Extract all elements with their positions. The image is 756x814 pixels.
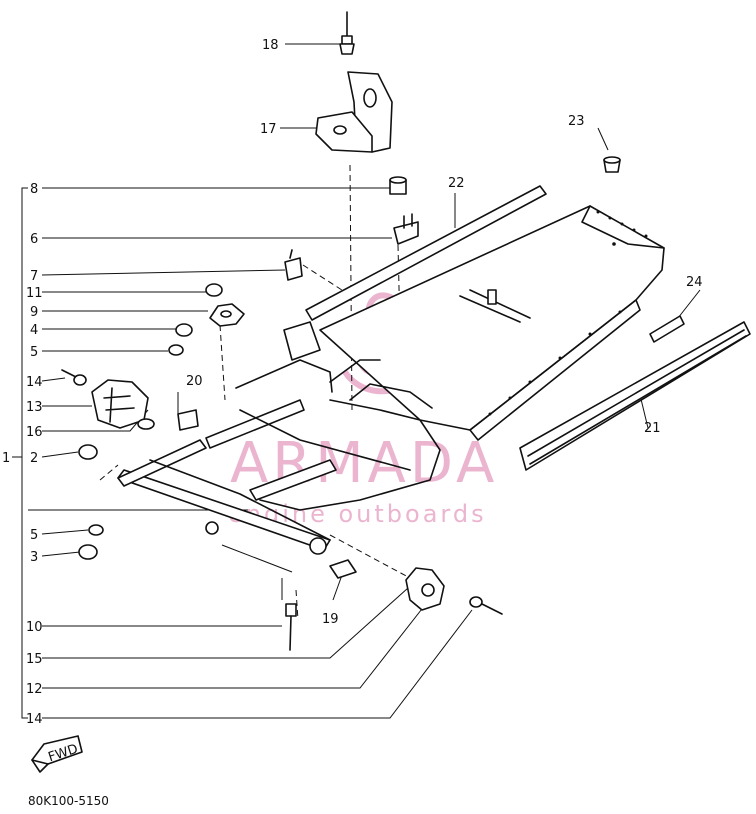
part-strip-22 bbox=[305, 185, 547, 321]
left-bracket bbox=[12, 187, 28, 719]
callout-label: 23 bbox=[568, 114, 585, 129]
part-mount-6 bbox=[393, 213, 419, 245]
callout-label: 8 bbox=[30, 182, 38, 197]
part-screw-14-lower bbox=[469, 596, 503, 615]
callout-label: 5 bbox=[30, 528, 38, 543]
callout-label: 24 bbox=[686, 275, 703, 290]
part-block-15 bbox=[405, 567, 445, 611]
part-nut-3 bbox=[78, 544, 98, 560]
callout-label: 15 bbox=[26, 652, 43, 667]
part-clip-19 bbox=[329, 559, 357, 579]
callout-label: 17 bbox=[260, 122, 277, 137]
callout-label: 16 bbox=[26, 425, 43, 440]
callout-label: 18 bbox=[262, 38, 279, 53]
part-plate-24 bbox=[649, 315, 685, 343]
callout-label: 5 bbox=[30, 345, 38, 360]
part-rail-21 bbox=[519, 321, 751, 471]
callout-label: 14 bbox=[26, 375, 43, 390]
part-plug-23 bbox=[603, 156, 621, 173]
callout-label: 9 bbox=[30, 305, 38, 320]
callout-label: 2 bbox=[30, 451, 38, 466]
callout-label: 1 bbox=[2, 451, 10, 466]
callout-label: 14 bbox=[26, 712, 43, 727]
part-washer-5 bbox=[168, 344, 184, 356]
callout-label: 10 bbox=[26, 620, 43, 635]
part-screw-14-upper bbox=[61, 369, 87, 386]
drawing-code: 80K100-5150 bbox=[28, 794, 109, 808]
callout-label: 22 bbox=[448, 176, 465, 191]
callout-label: 12 bbox=[26, 682, 43, 697]
part-cap-11 bbox=[205, 283, 223, 297]
part-spacer-16 bbox=[137, 418, 155, 430]
part-bushing-4 bbox=[175, 323, 193, 337]
part-bolt-18 bbox=[339, 11, 355, 55]
part-block-13 bbox=[91, 379, 149, 429]
callout-label: 20 bbox=[186, 374, 203, 389]
part-bushing-2 bbox=[78, 444, 98, 460]
part-front-frame bbox=[117, 321, 441, 555]
callout-label: 3 bbox=[30, 550, 38, 565]
callout-label: 7 bbox=[30, 269, 38, 284]
callout-label: 6 bbox=[30, 232, 38, 247]
leader-lines bbox=[28, 43, 701, 719]
callout-label: 21 bbox=[644, 421, 661, 436]
callout-label: 13 bbox=[26, 400, 43, 415]
callout-labels: 18 17 8 6 7 11 9 4 5 14 13 16 1 2 5 3 10… bbox=[2, 38, 703, 727]
part-clip-20 bbox=[177, 409, 199, 431]
part-cap-8 bbox=[389, 176, 407, 195]
part-washer-5-lower bbox=[88, 524, 104, 536]
part-pin-10 bbox=[285, 603, 297, 651]
fwd-arrow-icon: FWD bbox=[31, 735, 83, 773]
part-clip-7 bbox=[284, 249, 303, 281]
part-bracket-17 bbox=[315, 71, 393, 153]
part-chassis-main bbox=[319, 205, 665, 441]
part-cap-9 bbox=[209, 303, 245, 327]
callout-label: 19 bbox=[322, 612, 339, 627]
callout-label: 11 bbox=[26, 286, 43, 301]
callout-label: 4 bbox=[30, 323, 38, 338]
